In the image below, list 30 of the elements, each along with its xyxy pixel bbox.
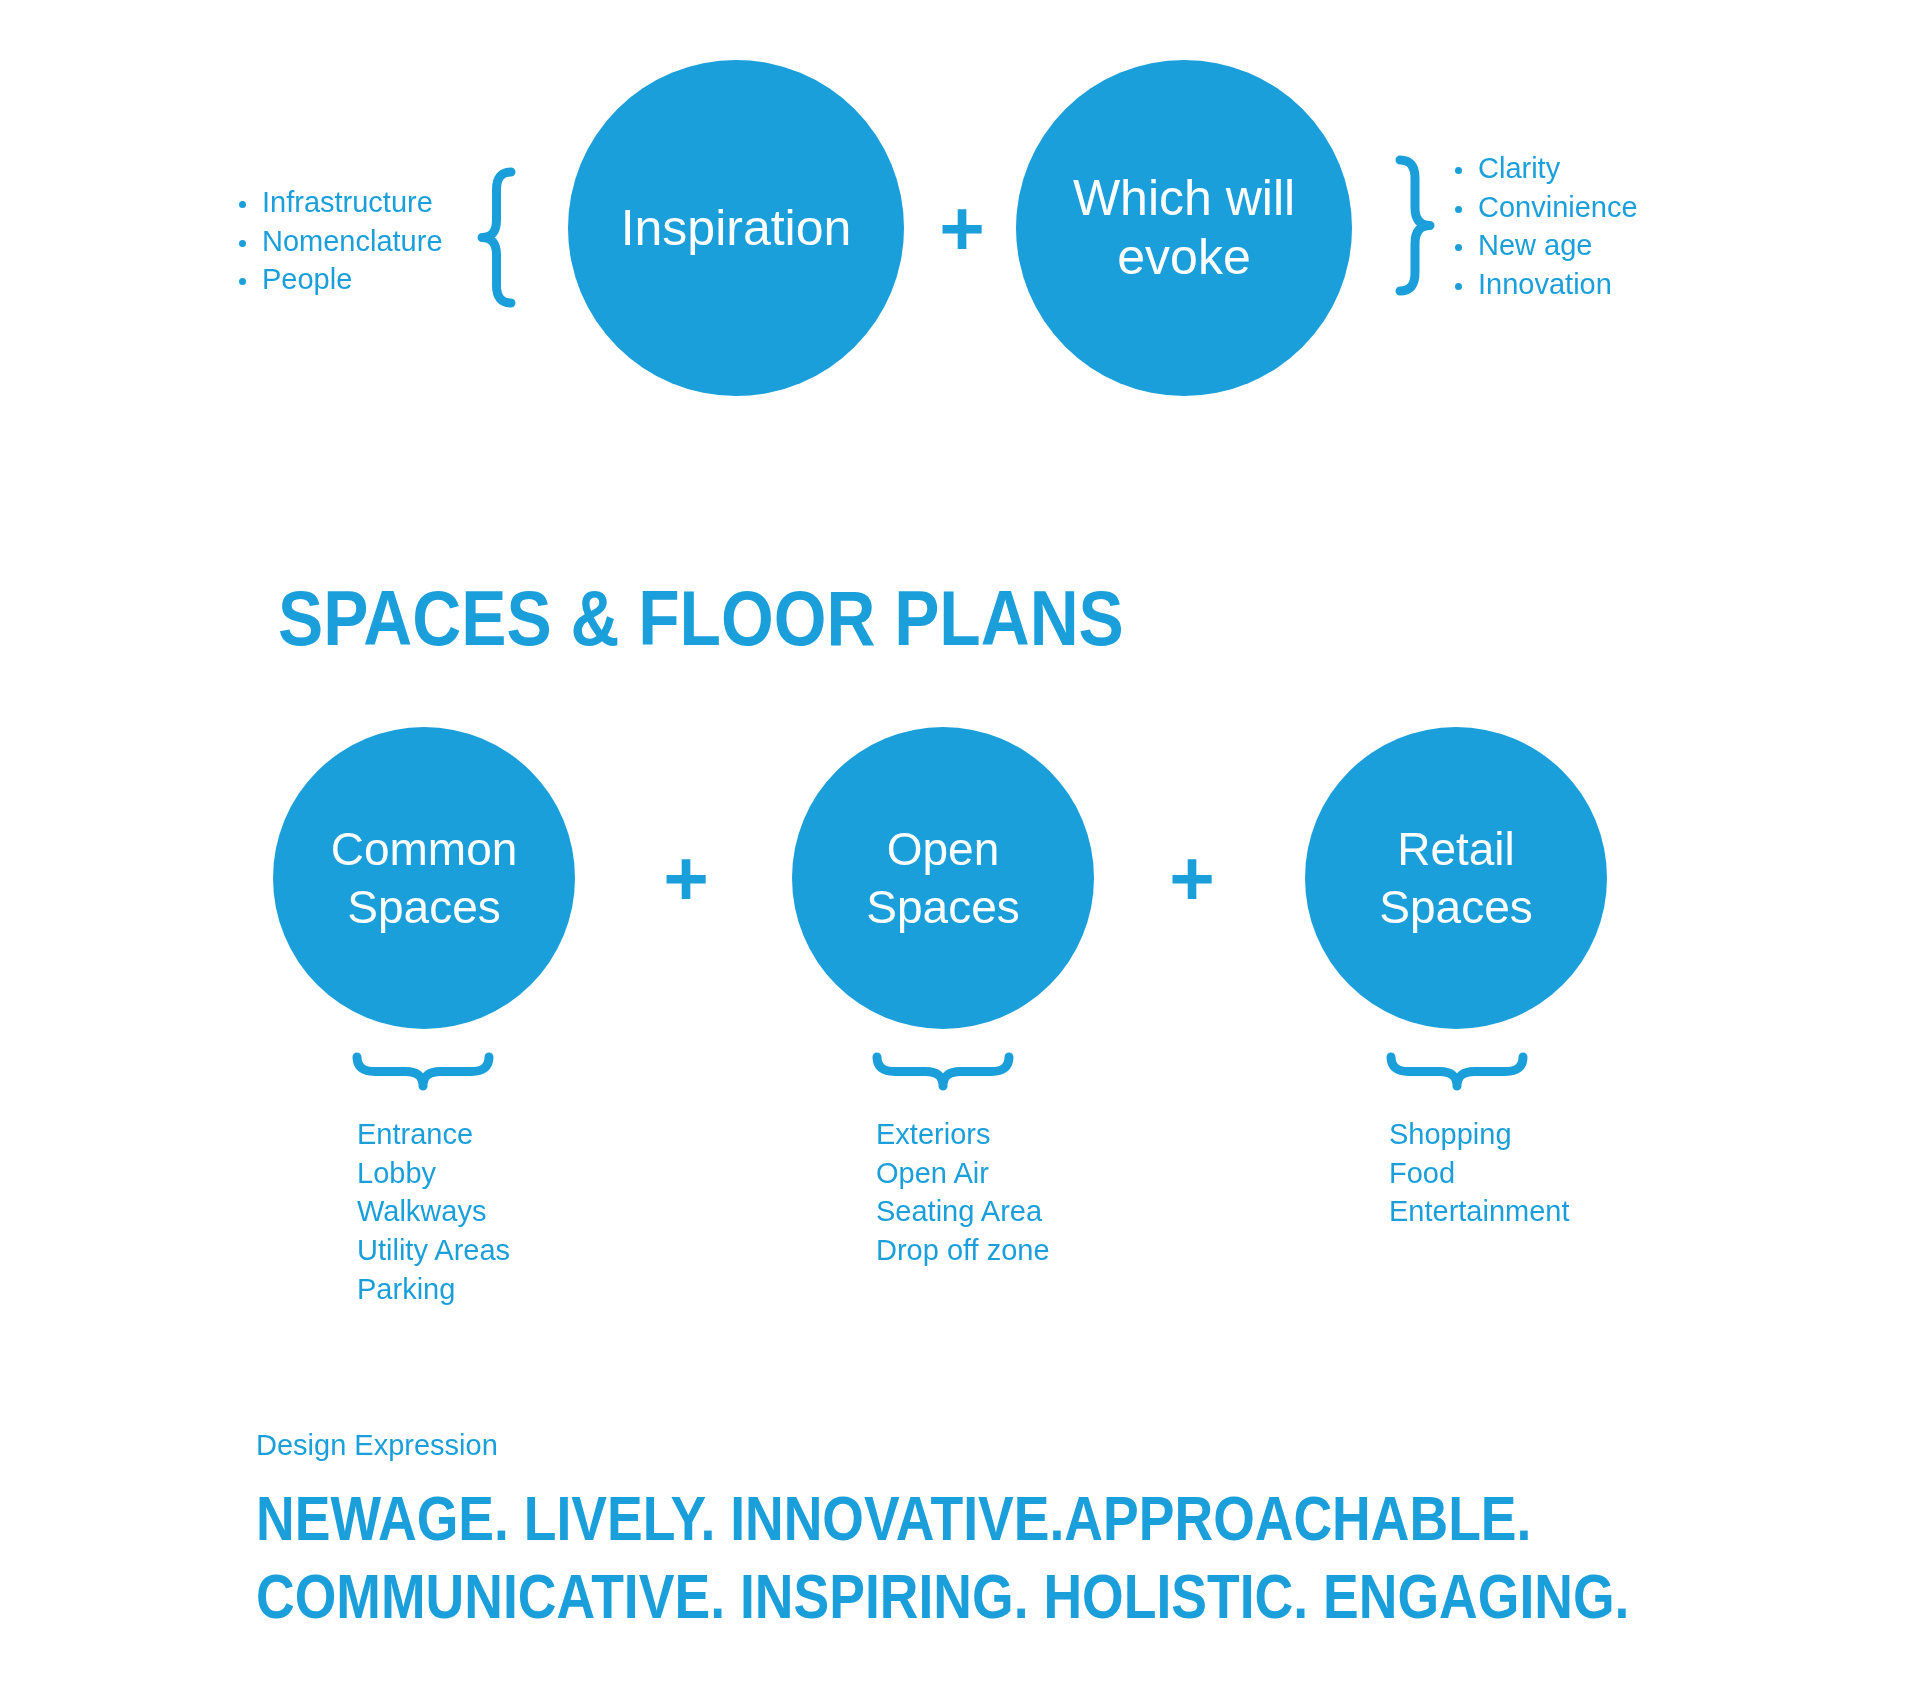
list-item: Utility Areas [357, 1233, 511, 1269]
list-item: Innovation [1478, 266, 1612, 302]
circle-label: Retail Spaces [1378, 822, 1534, 935]
circle-label: Inspiration [620, 198, 852, 258]
list-item: Lobby [357, 1155, 436, 1191]
list-item: Clarity [1478, 151, 1561, 186]
list-item: Convinience [1478, 189, 1638, 225]
list-item: Entertainment [1389, 1194, 1570, 1230]
list-item: Walkways [357, 1194, 487, 1230]
list-item: Drop off zone [876, 1233, 1050, 1269]
list-item: People [262, 262, 353, 297]
plus-sign: + [1169, 854, 1215, 902]
list-item: Infrastructure [262, 185, 433, 220]
list-item: Nomenclature [262, 223, 443, 259]
plus-sign: + [939, 204, 985, 252]
circle-label: Which will evoke [1071, 169, 1297, 287]
subheading: Design Expression [256, 1428, 498, 1463]
tagline: NEWAGE. LIVELY. INNOVATIVE.APPROACHABLE. COMMUNICATIVE. INSPIRING. HOLISTIC. ENGAGING. [256, 1482, 1631, 1633]
plus-sign: + [663, 854, 709, 902]
list-item: Entrance [357, 1117, 474, 1152]
list-item: Parking [357, 1271, 456, 1307]
list-item: Open Air [876, 1155, 989, 1191]
list-item: Shopping [1389, 1117, 1512, 1152]
circle-label: Open Spaces [865, 822, 1021, 935]
section-title: SPACES & FLOOR PLANS [278, 574, 1124, 663]
circle-label: Common Spaces [329, 822, 519, 935]
list-item: Food [1389, 1155, 1456, 1191]
list-item: Seating Area [876, 1194, 1043, 1230]
list-item: New age [1478, 228, 1593, 263]
list-item: Exteriors [876, 1117, 991, 1152]
